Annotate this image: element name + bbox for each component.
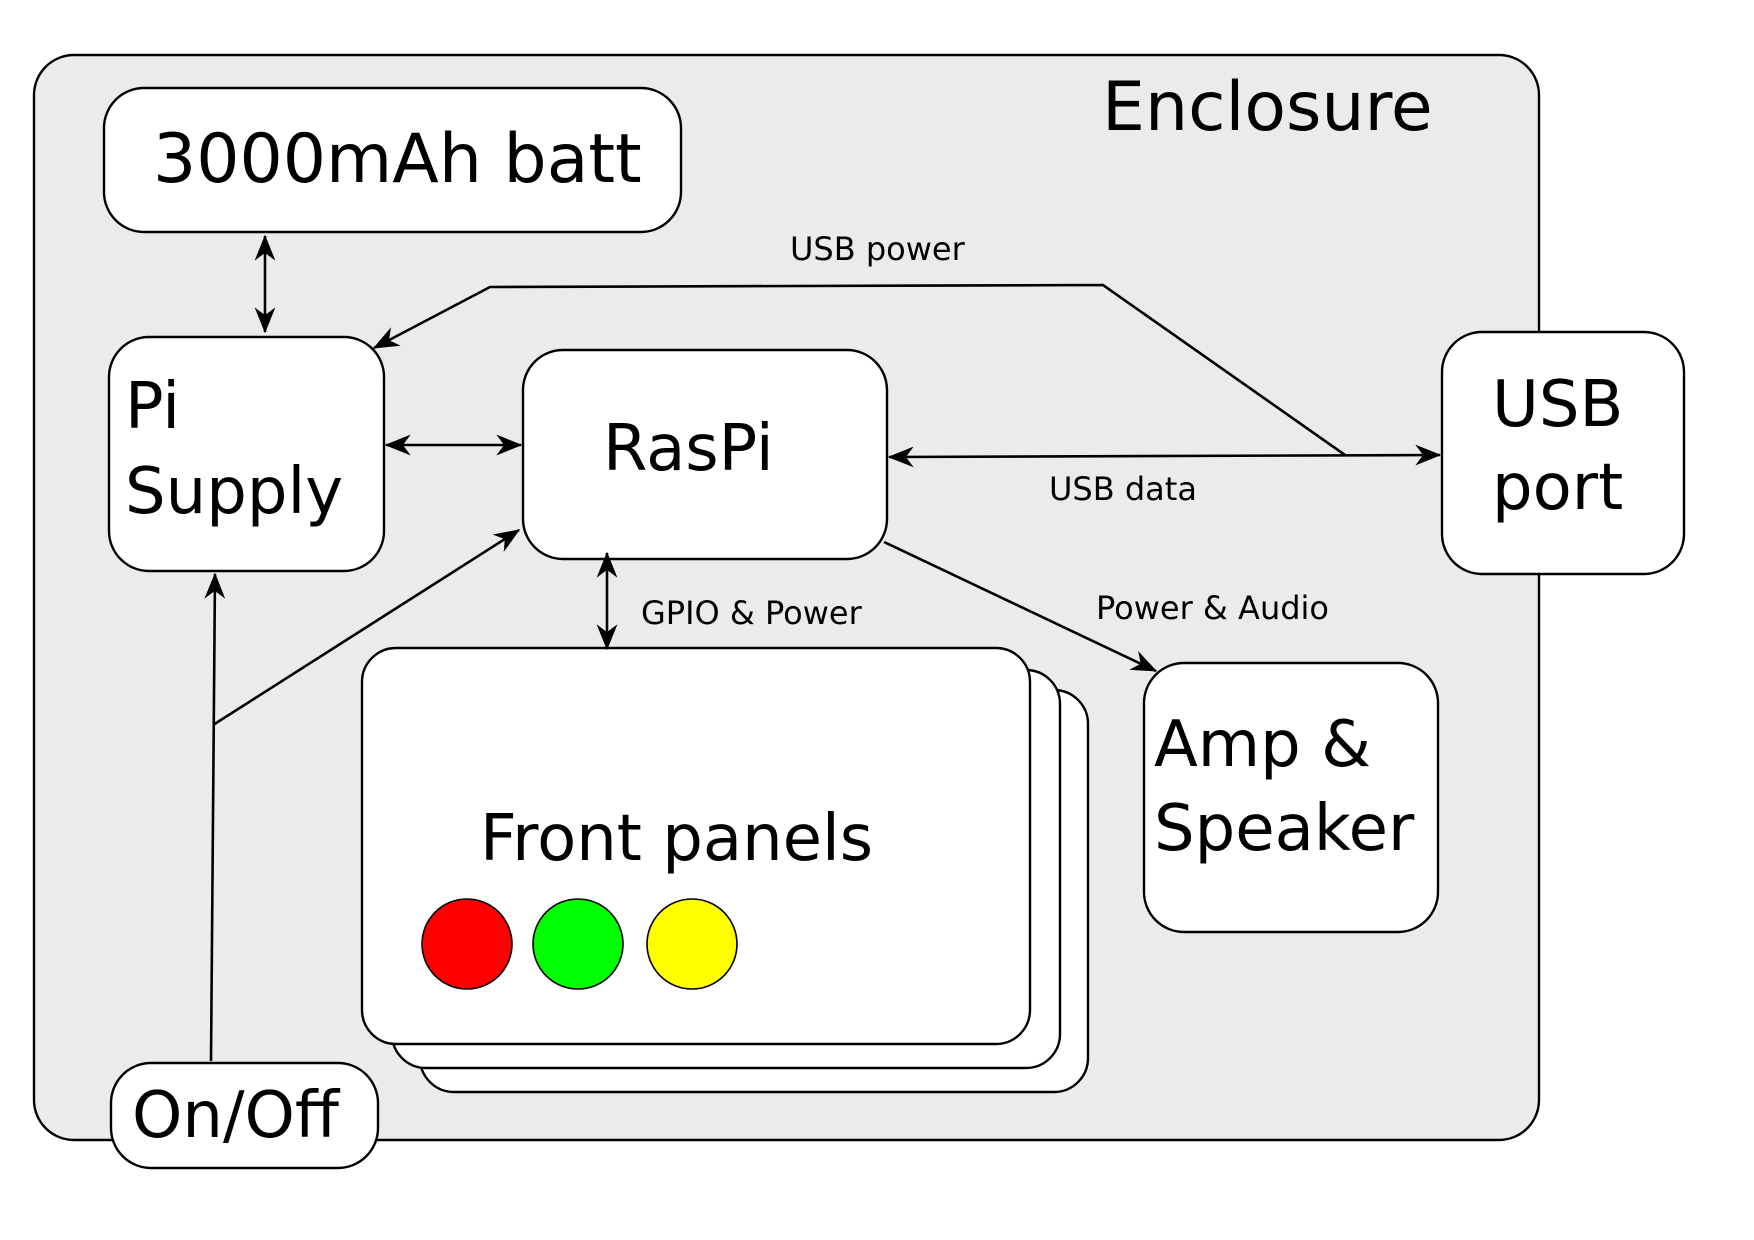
power-audio-label: Power & Audio: [1096, 589, 1329, 627]
amp-speaker-label-line2: Speaker: [1154, 792, 1415, 866]
green-led-icon: [532, 898, 624, 990]
pi-supply-label-line2: Supply: [125, 455, 343, 529]
battery-label: 3000mAh batt: [153, 120, 642, 199]
pi-supply-box: [107, 335, 386, 573]
amp-speaker-box: [1142, 661, 1440, 934]
usb-port-box: [1440, 330, 1686, 576]
on-off-supply-connector: [204, 572, 226, 1062]
usb-port-label-line2: port: [1492, 451, 1623, 525]
on-off-raspi-connector: [212, 528, 521, 727]
usb-power-connector: [372, 283, 1346, 457]
raspi-label: RasPi: [603, 412, 774, 486]
on-off-label: On/Off: [132, 1079, 341, 1153]
front-panels-box: [360, 646, 1032, 1046]
raspi-box: [521, 348, 889, 561]
gpio-power-label: GPIO & Power: [641, 594, 863, 632]
usb-data-label: USB data: [1049, 470, 1197, 508]
usb-port-label-line1: USB: [1492, 368, 1623, 442]
enclosure-label: Enclosure: [1102, 68, 1433, 147]
pi-supply-label-line1: Pi: [125, 370, 180, 444]
usb-data-connector: [887, 444, 1442, 468]
usb-power-label: USB power: [790, 230, 966, 268]
battery-box: [102, 86, 683, 234]
red-led-icon: [421, 898, 513, 990]
front-panels-label: Front panels: [480, 802, 873, 876]
on-off-box: [109, 1061, 380, 1170]
yellow-led-icon: [646, 898, 738, 990]
power-audio-connector: [883, 540, 1158, 673]
amp-speaker-label-line1: Amp &: [1154, 708, 1371, 782]
